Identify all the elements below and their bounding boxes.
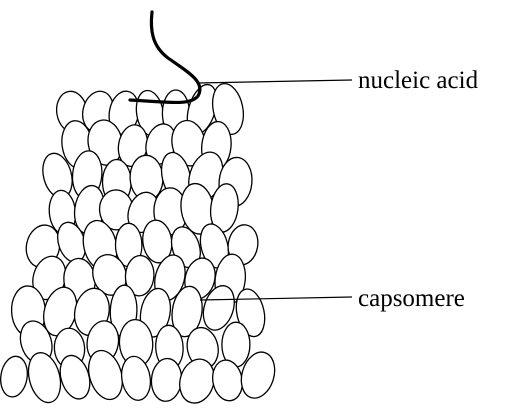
capsomere-scale [0, 354, 30, 398]
capsomere-label: capsomere [358, 285, 465, 312]
nucleic-acid-leader-line [198, 80, 352, 83]
nucleic-acid-label: nucleic acid [358, 67, 479, 94]
nucleic-acid-strand [130, 12, 200, 103]
capsomere-scale [118, 354, 153, 402]
capsid [0, 81, 280, 407]
